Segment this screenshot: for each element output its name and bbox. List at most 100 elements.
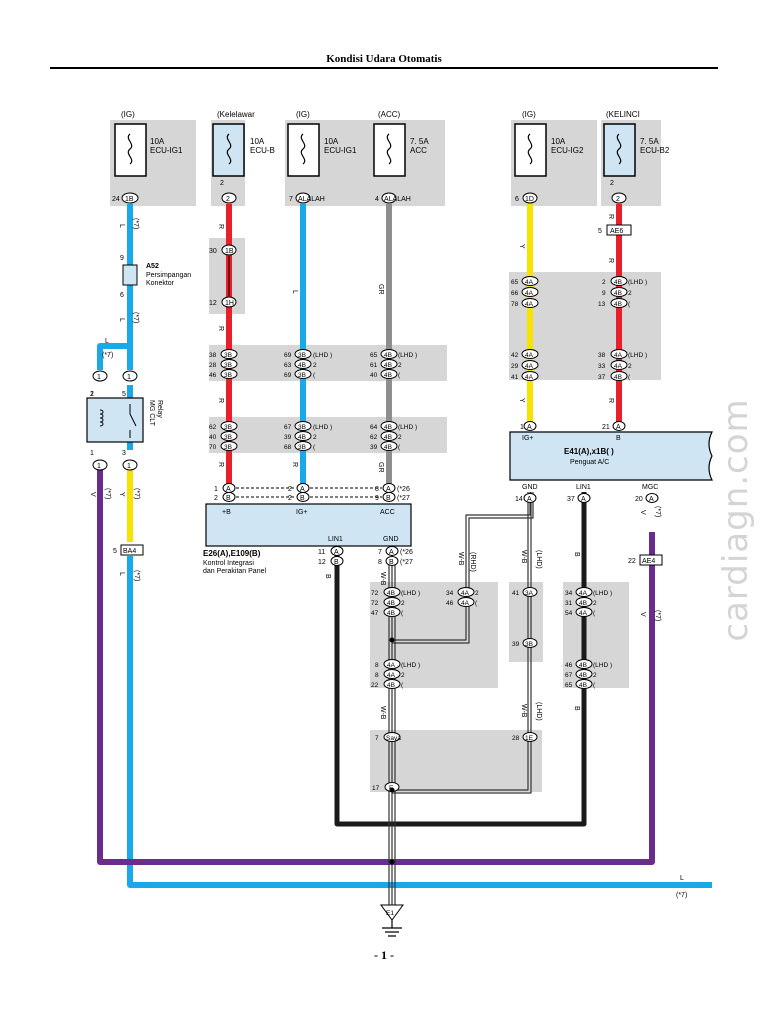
fuse-2-name: ECU-B [250, 146, 275, 155]
pin-label: 2 [610, 180, 614, 187]
wire-label: R [217, 398, 224, 403]
pin-label: 1 [127, 374, 131, 381]
pin-label: ( [398, 444, 401, 451]
pin-label: 4A [525, 352, 534, 359]
pin-label: ( [401, 610, 404, 617]
wire-label: L [680, 875, 684, 882]
pin-oval [575, 587, 593, 597]
mg-clt-relay [86, 370, 144, 471]
pin-label: 4A [579, 590, 588, 597]
pin-oval [380, 359, 398, 369]
pin-label: 1D [525, 196, 534, 203]
pin-oval [521, 276, 539, 286]
pin-oval [294, 369, 312, 379]
shade-conn-bl-3 [370, 730, 542, 792]
pin-label: 46 [446, 600, 454, 607]
pin-label: 46 [565, 662, 573, 669]
pin-label: 2 [475, 590, 479, 597]
pin-label: 7 [289, 196, 293, 203]
pin-label: (LHD ) [401, 590, 420, 597]
pin-oval [220, 441, 238, 451]
ae6-connector [606, 224, 632, 236]
pin-oval [330, 556, 344, 566]
pin-label: AE6 [610, 228, 623, 235]
wire-label: L [118, 224, 125, 228]
pin-label: 4B [384, 424, 392, 431]
pin-label: 3B [224, 424, 232, 431]
wire-label: (*7) [676, 892, 687, 899]
pin-label: 22 [371, 682, 379, 689]
pin-label: 3A [525, 590, 534, 597]
pin-label: 8 [375, 672, 379, 679]
pin-label: ( [398, 372, 401, 379]
pin-label: 6 [515, 196, 519, 203]
pin-oval [457, 597, 475, 607]
pin-label: 54 [565, 610, 573, 617]
fuse-labels: (IG) 10A ECU-IG1 (Kelelawar 10A ECU-B (I… [121, 110, 670, 155]
wire-label: (*7) [654, 610, 661, 621]
pin-oval [575, 659, 593, 669]
fuse-4-name: ACC [410, 146, 427, 155]
pin-oval [383, 659, 401, 669]
pin-label: (LHD ) [628, 279, 647, 286]
pin-label: 2 [401, 600, 405, 607]
pin-oval [220, 369, 238, 379]
pin-label: 62 [370, 434, 378, 441]
pin-label: 2 [90, 391, 94, 398]
pin-label: 28 [209, 362, 217, 369]
pin-label: 4B [384, 362, 392, 369]
page-number: - 1 - [374, 948, 394, 962]
pin-label: 1 [90, 391, 94, 398]
conn-4a-top [521, 276, 628, 381]
shade-conn-br [563, 582, 629, 688]
junction-dot [389, 787, 395, 793]
fuse-b2 [603, 123, 636, 177]
pin-label: (LHD ) [313, 352, 332, 359]
conn-3b-ovals [220, 349, 398, 451]
pin-label: 78 [511, 301, 519, 308]
terminal-ovals-top [121, 192, 627, 204]
pin-label: 4A [614, 363, 623, 370]
ground-symbol-icon [382, 920, 402, 937]
junction-dots [389, 637, 395, 865]
pin-label: 6 [120, 292, 124, 299]
pin-label: 61 [370, 362, 378, 369]
pin-label: A [226, 486, 231, 493]
pin-oval [383, 587, 401, 597]
wire-black-lin [334, 492, 587, 827]
pin-label: 7 [378, 549, 382, 556]
pin-label: 9 [375, 495, 379, 502]
wire-label: Y [118, 492, 125, 497]
e41-term-lin1: LIN1 [576, 484, 591, 491]
pin-oval [294, 421, 312, 431]
pin-oval [521, 349, 539, 359]
pin-oval [222, 492, 236, 502]
relay-switch-icon [129, 404, 137, 438]
wire-label: R [291, 462, 298, 467]
pin-oval [380, 431, 398, 441]
e26-pin-dash [236, 487, 382, 498]
wire-label: (*7) [132, 312, 139, 323]
pin-label: 4B [387, 590, 395, 597]
pin-label: 39 [512, 641, 520, 648]
pin-label: 66 [511, 290, 519, 297]
pin-label: B [300, 495, 305, 502]
pin-label: 1 [97, 374, 101, 381]
wire-wb-2 [392, 492, 534, 644]
pin-label: 2 [313, 362, 317, 369]
pin-label: 42 [511, 352, 519, 359]
pin-label: (LHD ) [313, 424, 332, 431]
e41-body [509, 431, 713, 481]
pin-label: A [527, 424, 532, 431]
pin-label: A [616, 424, 621, 431]
pin-oval [383, 679, 401, 689]
fuse-ig2-symbol [527, 133, 533, 165]
pin-label: (LHD ) [398, 352, 417, 359]
wire-label: R [217, 224, 224, 229]
pin-oval [220, 359, 238, 369]
wire-label: V [639, 510, 646, 515]
wire-label: (RHD) [469, 552, 476, 572]
wire-label: (*7) [102, 352, 113, 359]
pin-oval [522, 638, 538, 648]
